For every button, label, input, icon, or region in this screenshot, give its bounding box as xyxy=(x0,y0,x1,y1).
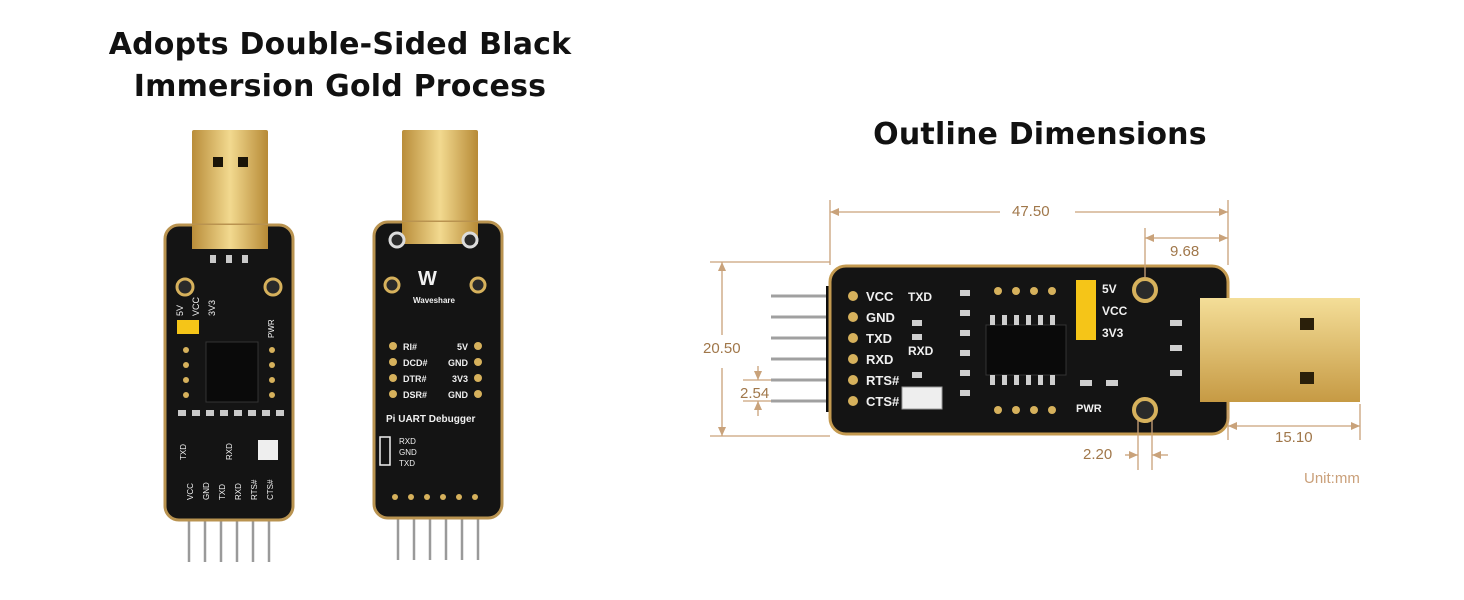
uart-bracket xyxy=(379,436,391,466)
dim-hole-diameter: 2.20 xyxy=(1083,446,1113,463)
back-pin-ri: RI# xyxy=(403,342,417,352)
back-mount-hole xyxy=(461,231,479,249)
front-pin-rts: RTS# xyxy=(250,479,259,500)
dimensions-title: Outline Dimensions xyxy=(873,117,1207,152)
back-pin-dsr: DSR# xyxy=(403,390,427,400)
front-pin-vcc: VCC xyxy=(186,483,195,500)
dim-pitch: 2.54 xyxy=(740,385,770,402)
front-pwr-label: PWR xyxy=(267,319,276,338)
front-connector xyxy=(258,440,278,460)
back-pin-5v: 5V xyxy=(457,342,468,352)
dim-pin-vcc: VCC xyxy=(866,289,894,304)
front-pin-gnd: GND xyxy=(202,482,211,500)
back-pin-dcd: DCD# xyxy=(403,358,428,368)
dim-length: 47.50 xyxy=(1012,203,1050,220)
waveshare-logo-icon: W xyxy=(418,268,437,290)
dimension-arrows xyxy=(718,208,1360,459)
front-pins xyxy=(187,515,271,562)
back-board: W Waveshare RI# DCD# DTR# DSR# 5V GND 3V… xyxy=(372,130,504,560)
dim-hole-offset: 9.68 xyxy=(1170,243,1200,260)
front-jumper-vcc: VCC xyxy=(191,296,201,316)
back-mount-hole xyxy=(383,276,401,294)
dim-pin-cts: CTS# xyxy=(866,394,900,409)
front-bottom-labels: VCC GND TXD RXD RTS# CTS# xyxy=(186,479,275,500)
front-usb-plug xyxy=(192,130,268,242)
front-pin-cts: CTS# xyxy=(266,479,275,500)
front-jumper xyxy=(177,320,199,334)
usb-hole xyxy=(238,157,248,167)
dim-txd-label: TXD xyxy=(908,290,932,304)
usb-hole xyxy=(213,157,223,167)
dim-header-pads xyxy=(848,291,858,406)
dim-jumper-vcc: VCC xyxy=(1102,304,1128,318)
back-pin-dtr: DTR# xyxy=(403,374,427,384)
front-pin-rxd: RXD xyxy=(234,483,243,500)
dim-usb-length: 15.10 xyxy=(1275,429,1313,446)
back-uart-gnd: GND xyxy=(399,448,417,457)
dim-pads xyxy=(994,287,1056,414)
dim-rxd-label: RXD xyxy=(908,344,934,358)
back-pcb xyxy=(372,220,504,520)
dim-jumper-5v: 5V xyxy=(1102,282,1117,296)
dimension-lines xyxy=(710,200,1361,470)
front-board: 5V VCC 3V3 PWR TXD RXD VCC GND TXD RXD R… xyxy=(163,130,295,562)
back-pins xyxy=(396,515,480,560)
back-pin-gnd-2: GND xyxy=(448,390,469,400)
dim-chip xyxy=(985,324,1067,376)
back-pin-gnd: GND xyxy=(448,358,469,368)
front-chip xyxy=(205,341,259,403)
title-line-2: Immersion Gold Process xyxy=(133,69,547,104)
front-jumper-3v3: 3V3 xyxy=(207,300,217,316)
back-brand: Waveshare xyxy=(413,296,456,305)
front-usb-base xyxy=(192,225,268,249)
back-usb-base xyxy=(402,222,478,244)
dim-usb-plug xyxy=(1200,298,1360,402)
dim-pin-rts: RTS# xyxy=(866,373,900,388)
back-uart-rxd: RXD xyxy=(399,437,416,446)
dim-pin-gnd: GND xyxy=(866,310,895,325)
back-usb-plug xyxy=(402,130,478,242)
back-pin-3v3: 3V3 xyxy=(452,374,468,384)
back-uart-txd: TXD xyxy=(399,459,415,468)
front-pin-txd: TXD xyxy=(218,484,227,500)
mount-hole xyxy=(263,277,283,297)
usb-hole xyxy=(1300,318,1314,330)
dim-pin-txd: TXD xyxy=(866,331,892,346)
front-top-txd: TXD xyxy=(179,444,188,460)
usb-hole xyxy=(1300,372,1314,384)
unit-label: Unit:mm xyxy=(1304,470,1360,487)
dim-jumper-3v3: 3V3 xyxy=(1102,326,1124,340)
back-mount-hole xyxy=(388,231,406,249)
front-jumper-5v: 5V xyxy=(175,305,185,316)
back-mount-hole xyxy=(469,276,487,294)
dim-jumper xyxy=(1076,280,1096,340)
dim-smd-parts xyxy=(912,290,1182,396)
dim-pwr-label: PWR xyxy=(1076,403,1102,415)
back-board-name: Pi UART Debugger xyxy=(386,414,476,425)
dim-connector xyxy=(901,386,943,410)
front-smd-parts xyxy=(178,255,284,416)
dim-pin-rxd: RXD xyxy=(866,352,893,367)
dim-height: 20.50 xyxy=(703,340,741,357)
title-line-1: Adopts Double-Sided Black xyxy=(108,27,572,62)
back-pads xyxy=(389,342,482,500)
front-pads xyxy=(183,347,275,398)
dimension-board: VCC GND TXD RXD RTS# CTS# TXD RXD 5V VCC… xyxy=(771,264,1360,436)
mount-hole xyxy=(175,277,195,297)
dim-mount-hole xyxy=(1132,277,1158,303)
dim-mount-hole xyxy=(1132,397,1158,423)
dim-chip-legs xyxy=(990,315,1055,385)
front-top-rxd: RXD xyxy=(225,443,234,460)
product-title: Adopts Double-Sided Black Immersion Gold… xyxy=(70,24,610,108)
